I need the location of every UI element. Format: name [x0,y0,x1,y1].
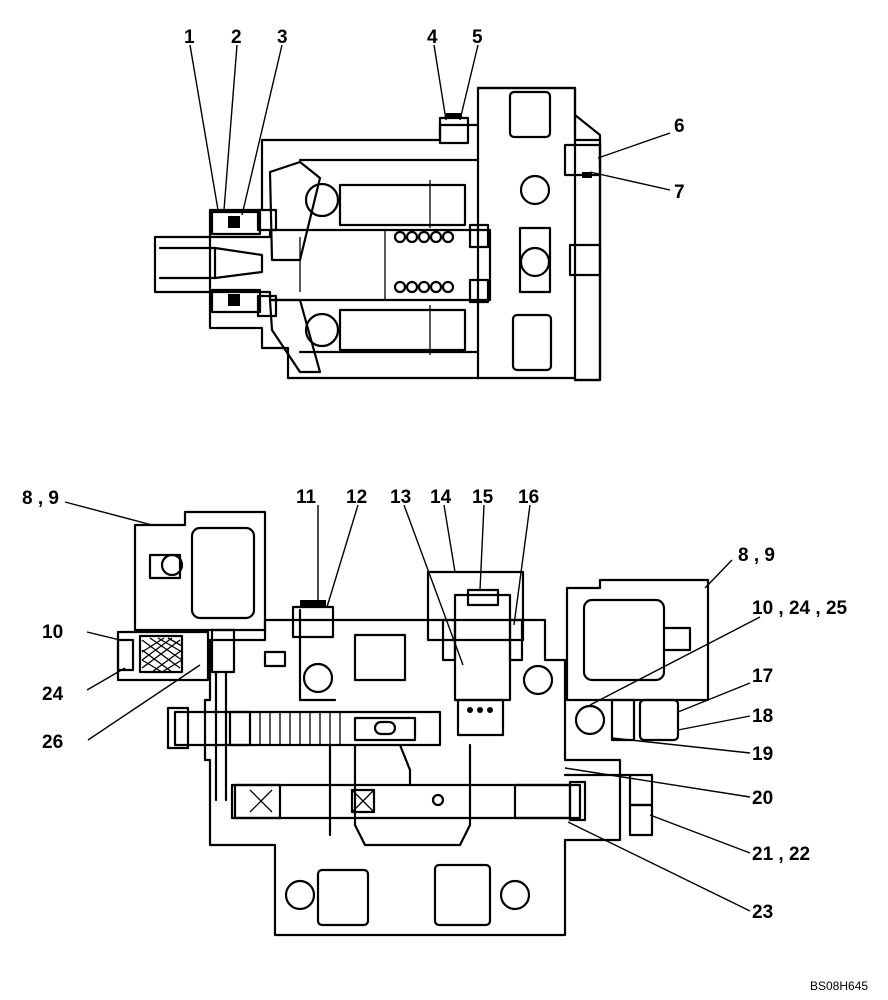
callout-8-9-left: 8 , 9 [22,488,59,509]
callout-20: 20 [752,788,773,809]
callout-labels: 1 2 3 4 5 6 7 8 , 9 11 12 13 14 15 16 8 … [22,27,868,993]
callout-21-22: 21 , 22 [752,844,810,865]
callout-4: 4 [427,27,438,48]
drive-shaft [153,228,492,302]
leader-lines [64,44,761,912]
port-fitting-6 [563,143,602,177]
lower-spool [230,783,582,820]
callout-7: 7 [674,182,685,203]
callout-2: 2 [231,27,242,48]
bolt-head-4 [438,116,470,145]
bearing-rollers [393,230,455,294]
callout-24: 24 [42,684,64,705]
callout-10: 10 [42,622,63,643]
callout-6: 6 [674,116,685,137]
flow-passage [353,743,472,847]
fitting-17 [638,698,680,742]
callout-5: 5 [472,27,483,48]
solenoid-left-housing [133,510,267,632]
regulator-section-bottom [116,510,710,937]
callout-13: 13 [390,487,411,508]
callout-12: 12 [346,487,367,508]
callout-16: 16 [518,487,539,508]
callout-17: 17 [752,666,773,687]
callout-14: 14 [430,487,452,508]
callout-1: 1 [184,27,195,48]
solenoid-right-housing [565,578,710,702]
valve-block [476,86,602,382]
callout-3: 3 [277,27,288,48]
valve-body [203,618,622,937]
callout-10-24-25: 10 , 24 , 25 [752,598,848,619]
callout-18: 18 [752,706,773,727]
callout-23: 23 [752,902,773,923]
front-seal [210,210,262,236]
callout-26: 26 [42,732,63,753]
callout-15: 15 [472,487,494,508]
piston-upper [338,183,467,227]
callout-8-9-right: 8 , 9 [738,545,775,566]
pump-section-top [153,86,602,382]
piston-lower [338,308,467,352]
figure-code: BS08H645 [810,979,868,993]
callout-11: 11 [296,487,317,508]
callout-19: 19 [752,744,773,765]
upper-spool [173,710,442,747]
